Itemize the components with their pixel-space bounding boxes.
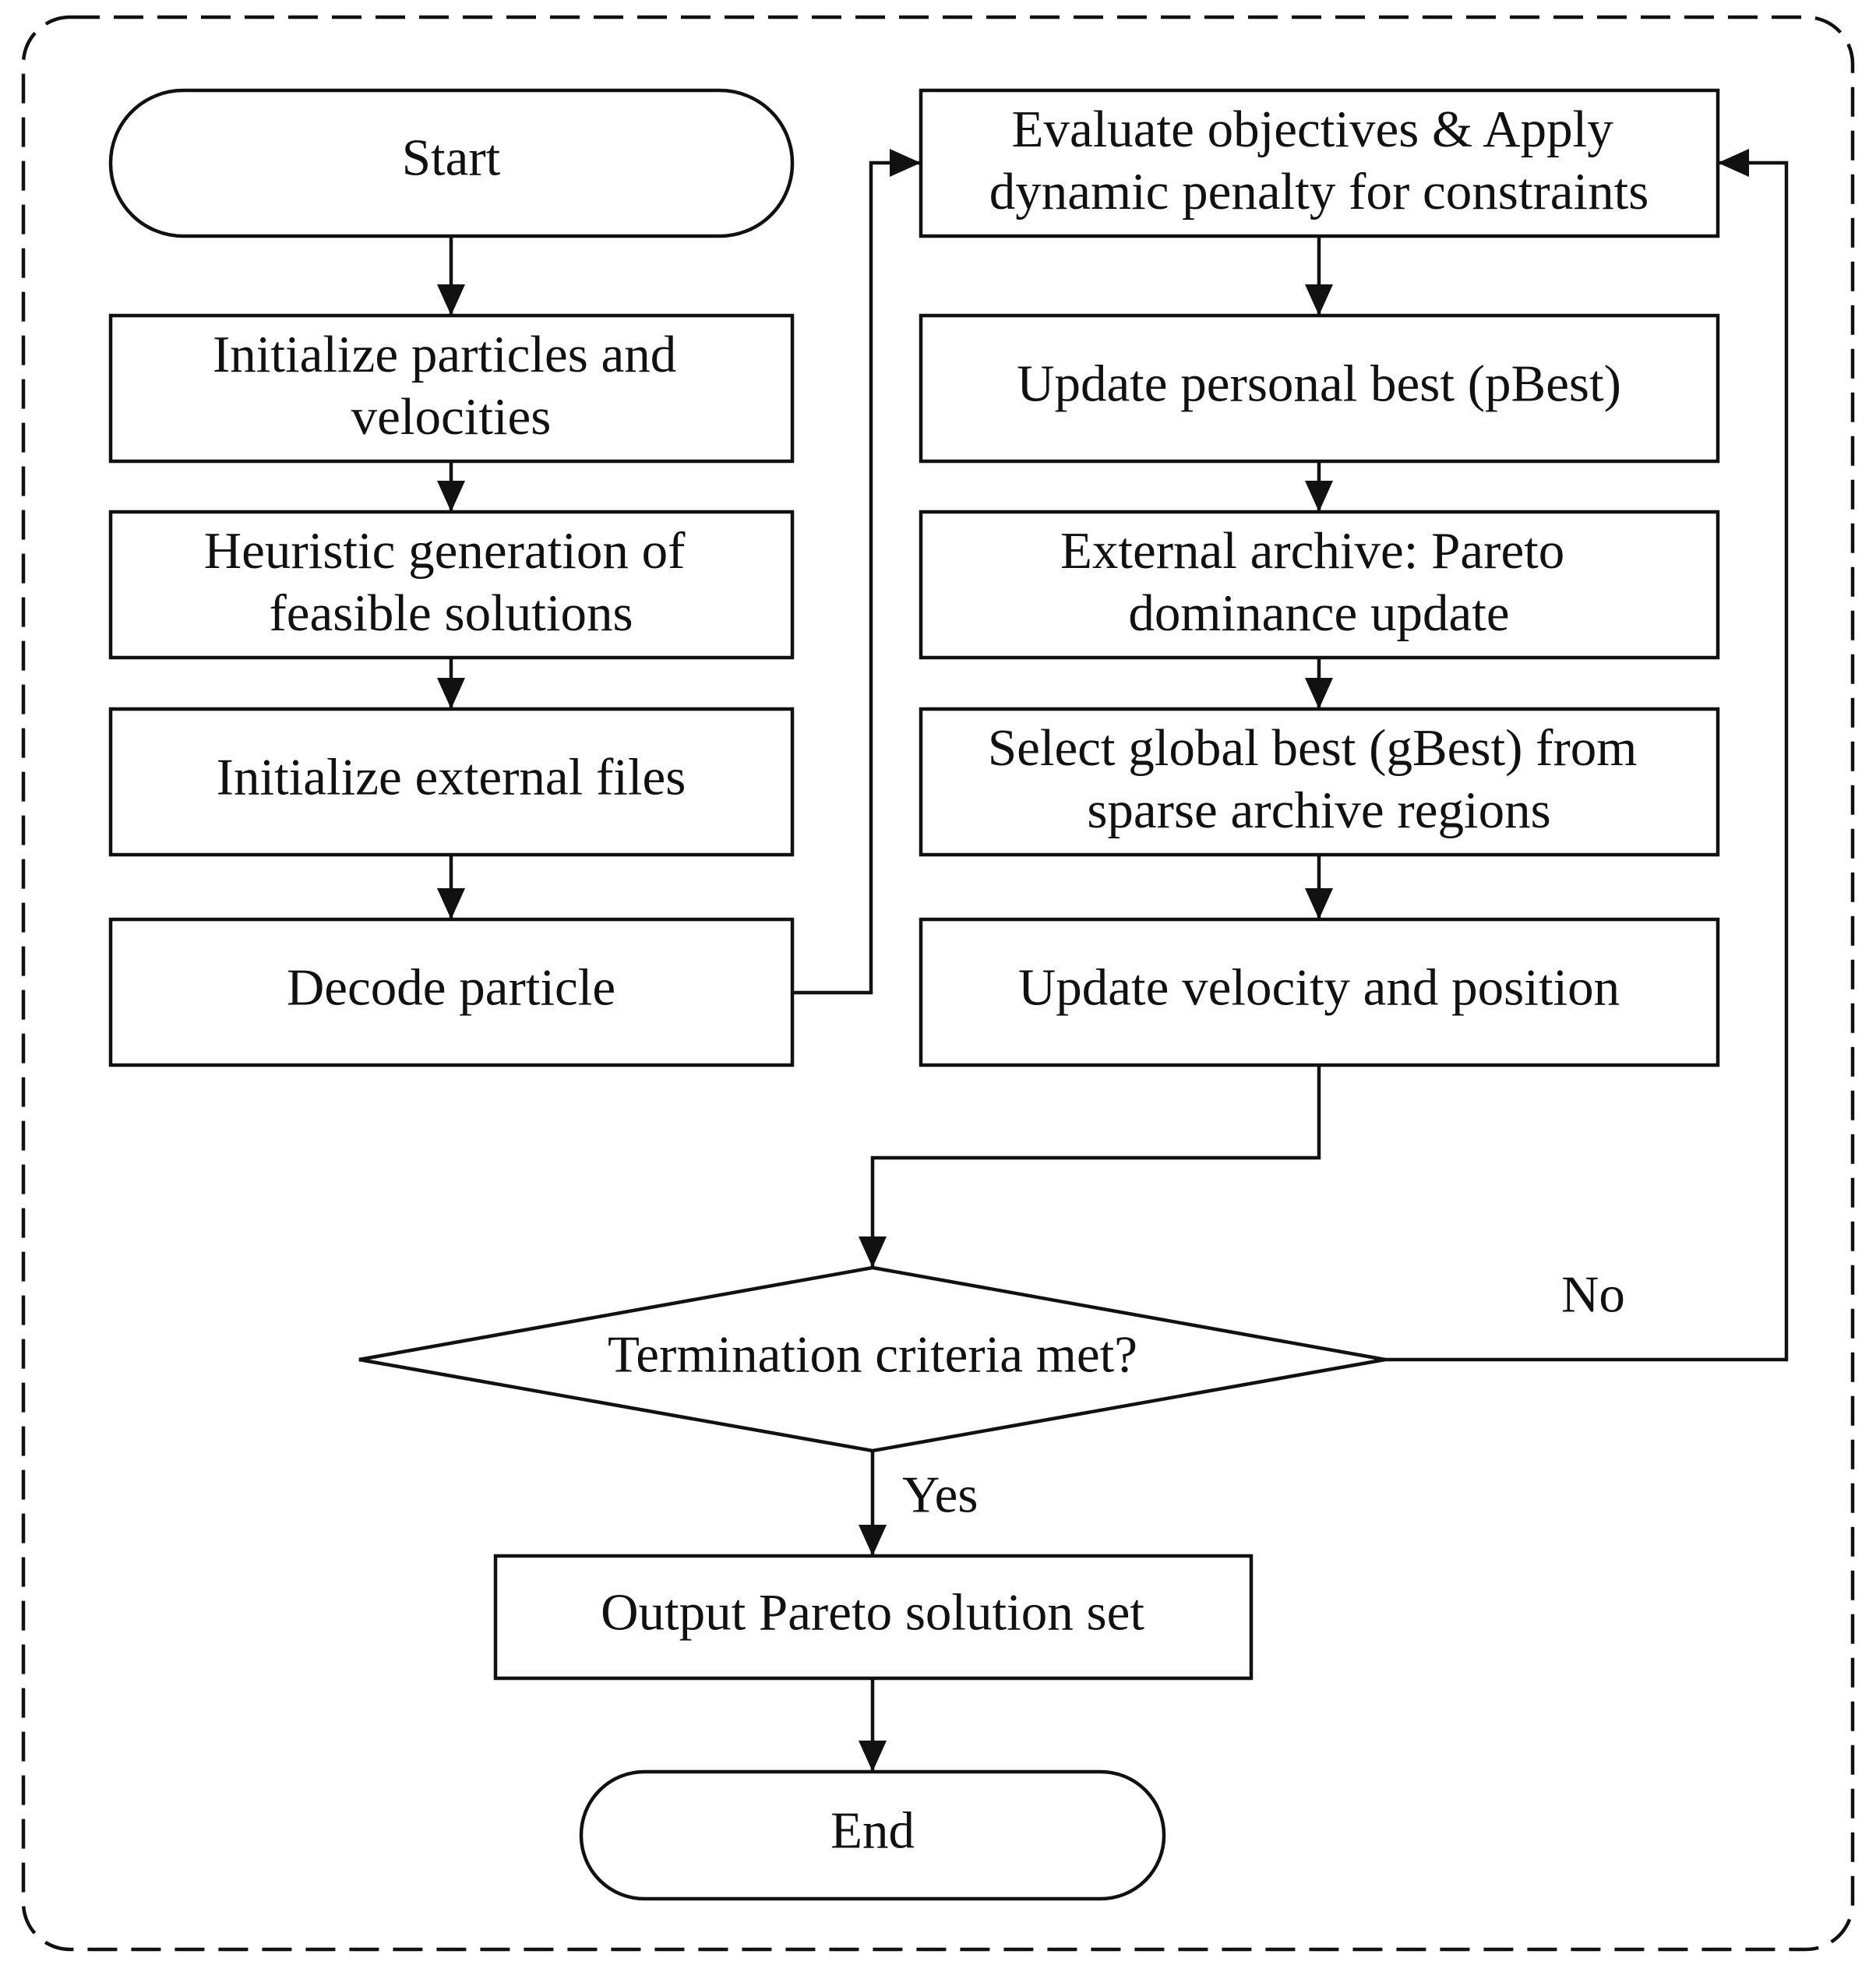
init-particles-node: Initialize particles and velocities [108, 313, 795, 464]
svg-text:External archive: Pareto: External archive: Pareto dominance updat… [1060, 522, 1578, 642]
update-velocity-label: Update velocity and position [1018, 958, 1620, 1016]
edges [437, 149, 1789, 1772]
svg-text:Heuristic generation of: Heuristic generation of feasible solutio… [204, 522, 698, 642]
evaluate-line-2: dynamic penalty for constraints [989, 163, 1649, 220]
decode-node: Decode particle [108, 917, 795, 1067]
yes-label: Yes [902, 1466, 979, 1523]
termination-label: Termination criteria met? [608, 1325, 1137, 1383]
heuristic-line-2: feasible solutions [269, 584, 633, 642]
edge-velocity-to-termination [859, 1065, 1321, 1268]
evaluate-line-1: Evaluate objectives & Apply [1012, 101, 1614, 158]
svg-text:Initialize particles and: Initialize particles and velocities [213, 326, 689, 446]
init-particles-line-1: Initialize particles and [213, 326, 676, 383]
update-pbest-node: Update personal best (pBest) [919, 313, 1720, 464]
update-pbest-label: Update personal best (pBest) [1017, 355, 1621, 412]
select-gbest-line-1: Select global best (gBest) from [988, 719, 1638, 777]
init-external-node: Initialize external files [108, 707, 795, 857]
start-node: Start [108, 88, 795, 238]
archive-line-2: dominance update [1128, 584, 1509, 642]
init-particles-line-2: velocities [351, 388, 552, 446]
termination-decision: Termination criteria met? [358, 1265, 1386, 1453]
heuristic-line-1: Heuristic generation of [204, 522, 686, 580]
init-external-label: Initialize external files [217, 748, 686, 806]
update-velocity-node: Update velocity and position [919, 917, 1720, 1067]
edge-no-loop [1385, 149, 1789, 1362]
start-label: Start [402, 129, 501, 186]
edge-decode-to-evaluate [792, 149, 921, 995]
heuristic-node: Heuristic generation of feasible solutio… [108, 510, 795, 660]
dashed-frame [21, 15, 1855, 1952]
decode-label: Decode particle [287, 958, 615, 1016]
svg-text:Evaluate objectives & Apply: Evaluate objectives & Apply dynamic pena… [989, 101, 1649, 220]
output-label: Output Pareto solution set [601, 1583, 1144, 1641]
no-label: No [1561, 1265, 1625, 1323]
end-node: End [579, 1769, 1166, 1901]
end-label: End [830, 1801, 915, 1859]
archive-line-1: External archive: Pareto [1060, 522, 1564, 580]
evaluate-node: Evaluate objectives & Apply dynamic pena… [919, 88, 1720, 238]
select-gbest-node: Select global best (gBest) from sparse a… [919, 707, 1720, 857]
archive-node: External archive: Pareto dominance updat… [919, 510, 1720, 660]
select-gbest-line-2: sparse archive regions [1087, 781, 1550, 839]
output-node: Output Pareto solution set [493, 1554, 1254, 1681]
svg-text:Select global best (gBest) fro: Select global best (gBest) from sparse a… [988, 719, 1650, 839]
